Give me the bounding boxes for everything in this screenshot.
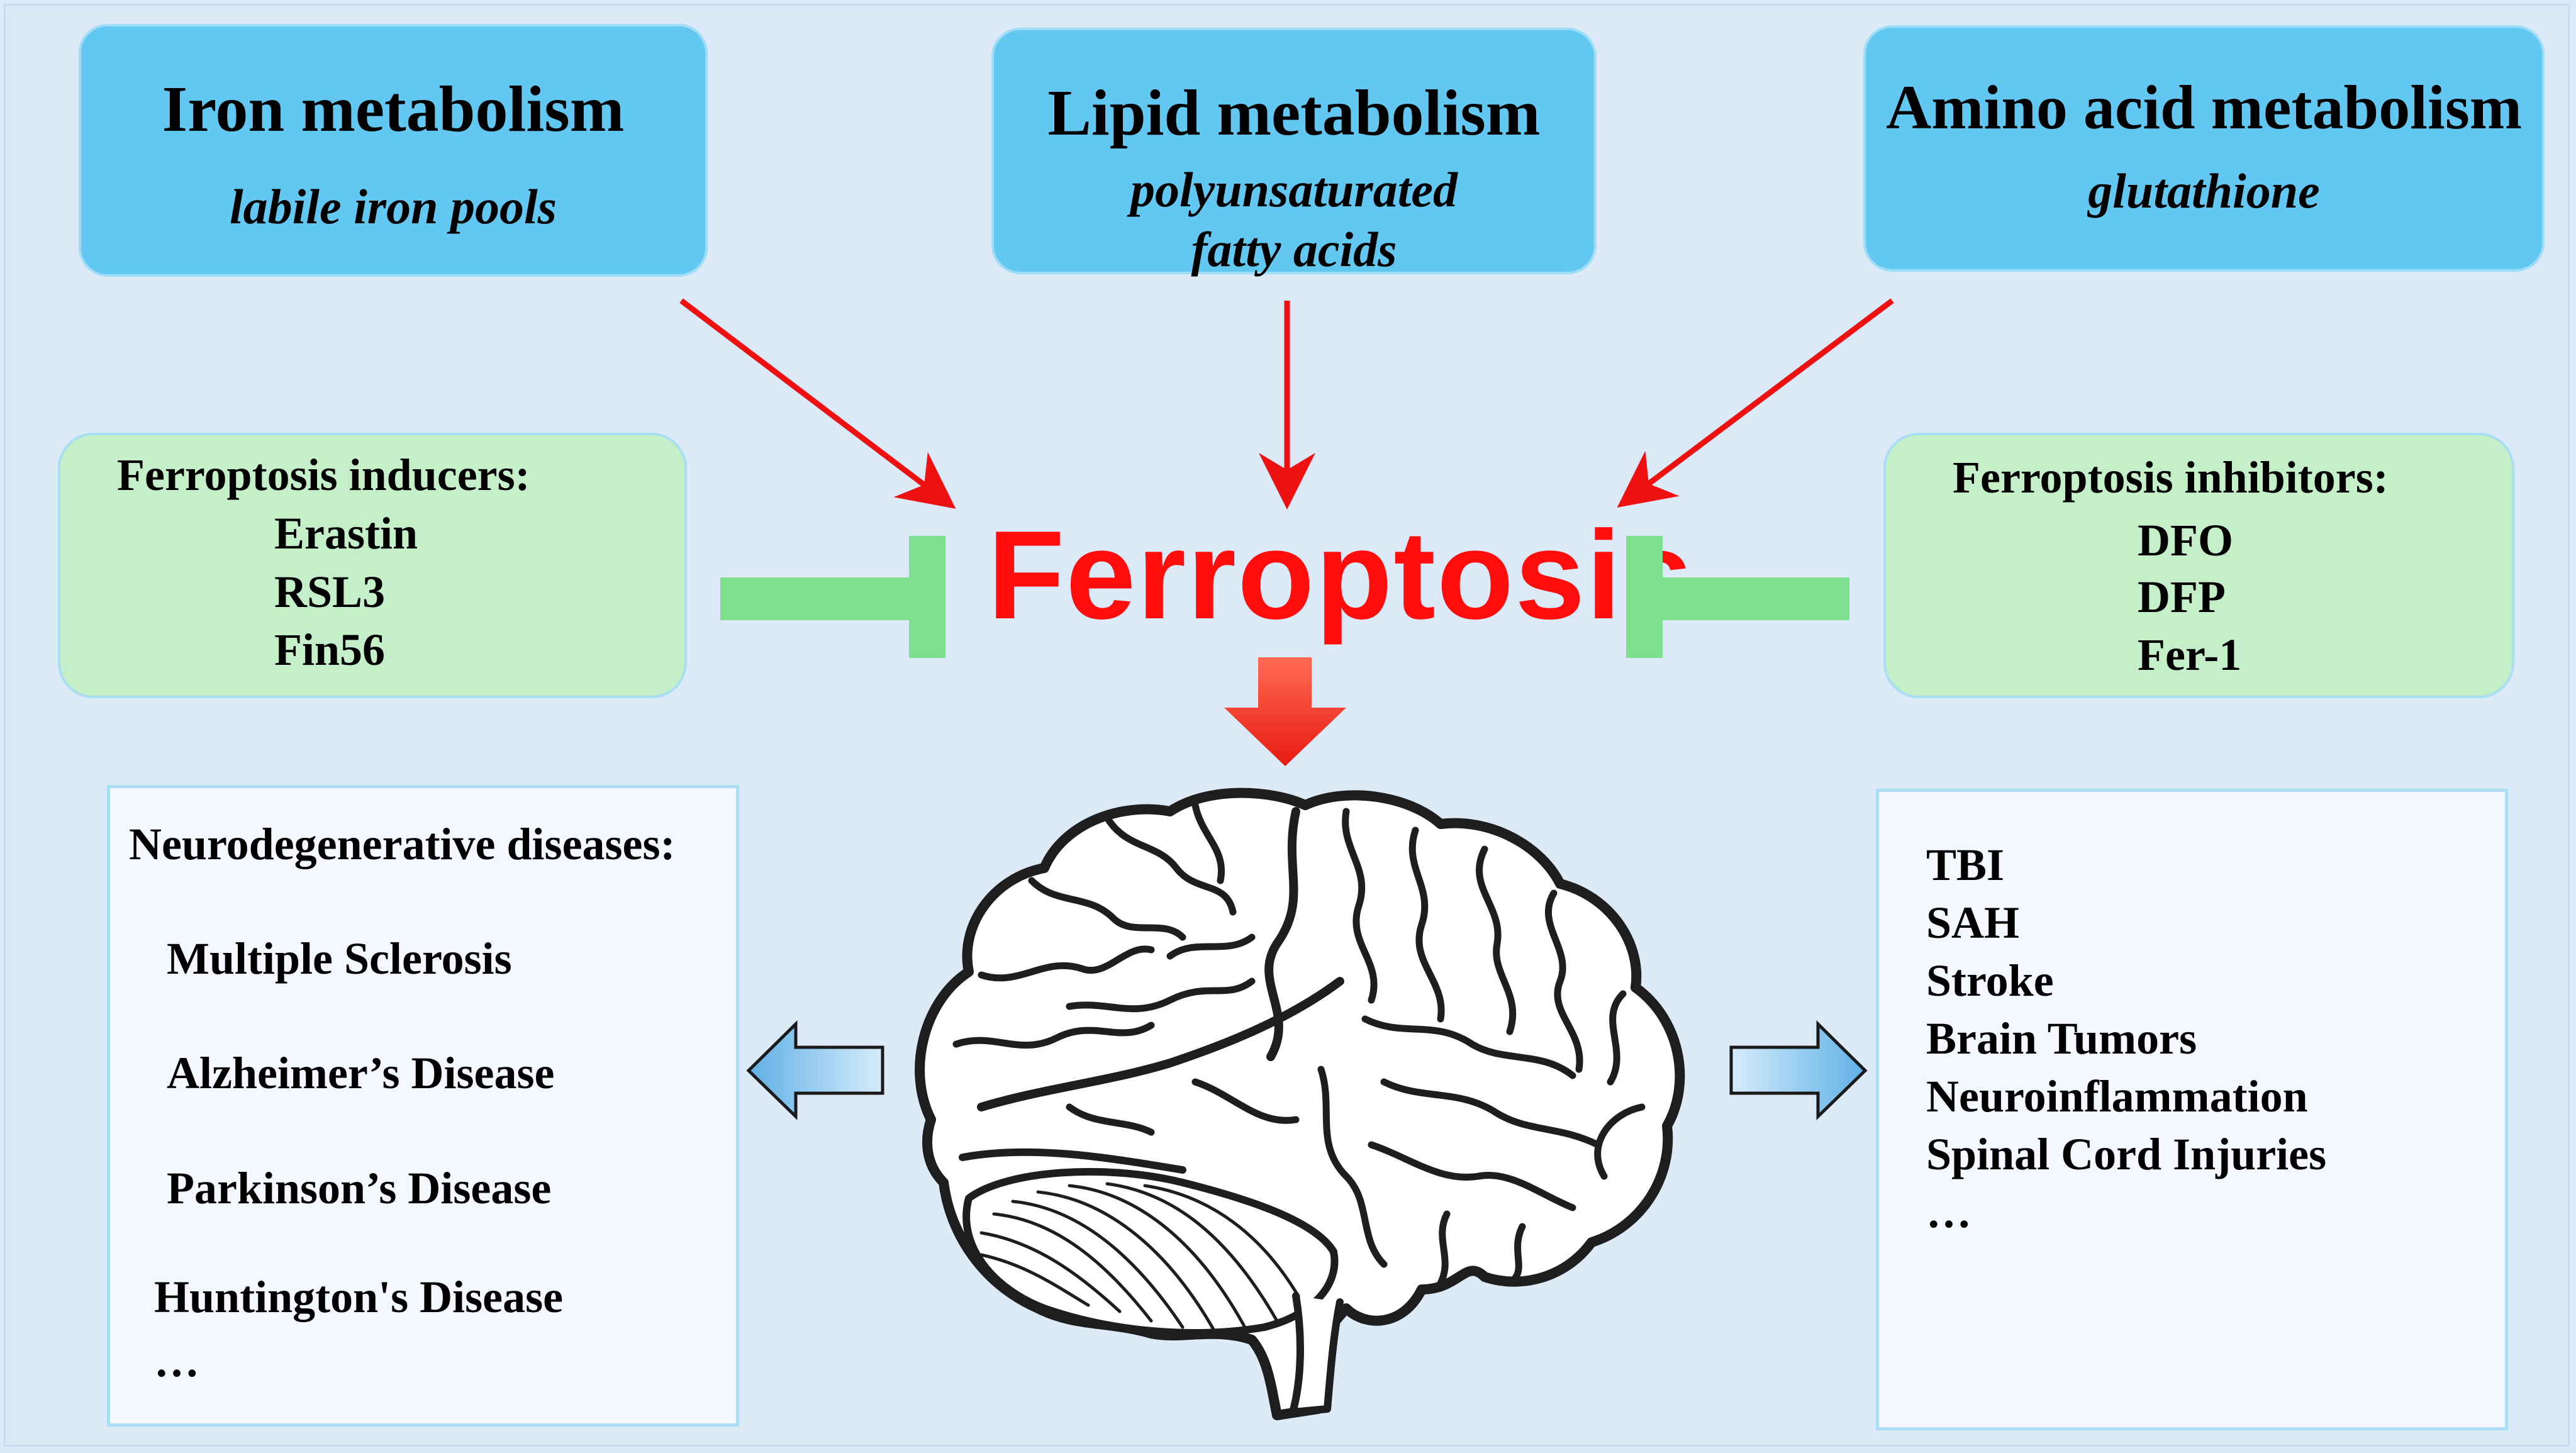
iron-metabolism-title: Iron metabolism	[162, 73, 625, 145]
neurodegenerative-item: Huntington's Disease	[154, 1272, 564, 1322]
amino-acid-metabolism-box: Amino acid metabolism glutathione	[1863, 25, 2545, 272]
inducers-title: Ferroptosis inducers:	[117, 450, 530, 500]
right-arrow-icon	[1729, 1020, 1868, 1120]
neurodegenerative-diseases-box: Neurodegenerative diseases: Multiple Scl…	[107, 785, 739, 1427]
neurodegenerative-item: …	[154, 1336, 199, 1386]
injury-item: Spinal Cord Injuries	[1926, 1129, 2327, 1179]
down-arrow-icon	[1224, 657, 1346, 766]
inhibitor-item: DFO	[2138, 515, 2233, 565]
inducer-item: Erastin	[274, 508, 418, 559]
neurodegenerative-item: Alzheimer’s Disease	[167, 1048, 555, 1098]
brain-icon	[915, 788, 1685, 1420]
inhibitor-item: Fer-1	[2138, 630, 2242, 680]
neurodegenerative-title: Neurodegenerative diseases:	[129, 819, 676, 869]
inhibitors-inhibition-bar-icon	[1626, 536, 1849, 658]
iron-metabolism-box: Iron metabolism labile iron pools	[79, 24, 708, 277]
inhibitors-title: Ferroptosis inhibitors:	[1953, 452, 2389, 503]
lipid-metabolism-box: Lipid metabolism polyunsaturated fatty a…	[991, 28, 1597, 277]
inhibitor-item: DFP	[2138, 572, 2226, 622]
lipid-metabolism-subtitle-line2: fatty acids	[1191, 222, 1397, 277]
brain-injuries-box: TBI SAH Stroke Brain Tumors Neuroinflamm…	[1876, 789, 2508, 1430]
ferroptosis-inducers-box: Ferroptosis inducers: Erastin RSL3 Fin56	[58, 433, 687, 698]
injury-item: TBI	[1926, 840, 2005, 890]
injury-item: SAH	[1926, 898, 2020, 948]
neurodegenerative-item: Parkinson’s Disease	[167, 1163, 552, 1213]
inducers-inhibition-bar-icon	[720, 536, 945, 658]
ferroptosis-inhibitors-box: Ferroptosis inhibitors: DFO DFP Fer-1	[1883, 433, 2514, 698]
amino-to-ferroptosis-arrow	[1617, 298, 1894, 508]
neurodegenerative-item: Multiple Sclerosis	[167, 933, 512, 984]
ferroptosis-title: Ferroptosis	[988, 505, 1694, 645]
iron-to-ferroptosis-arrow	[679, 298, 956, 509]
injury-item: …	[1926, 1187, 1971, 1237]
inducer-item: Fin56	[274, 625, 386, 675]
amino-acid-metabolism-subtitle: glutathione	[2088, 164, 2320, 218]
iron-metabolism-subtitle: labile iron pools	[229, 179, 557, 234]
left-arrow-icon	[746, 1020, 884, 1120]
injury-item: Stroke	[1926, 955, 2054, 1006]
lipid-metabolism-subtitle-line1: polyunsaturated	[1130, 162, 1458, 217]
injury-item: Brain Tumors	[1926, 1013, 2197, 1064]
lipid-metabolism-title: Lipid metabolism	[1047, 77, 1541, 149]
injury-item: Neuroinflammation	[1926, 1071, 2308, 1122]
inducer-item: RSL3	[274, 567, 386, 617]
amino-acid-metabolism-title: Amino acid metabolism	[1885, 72, 2523, 142]
